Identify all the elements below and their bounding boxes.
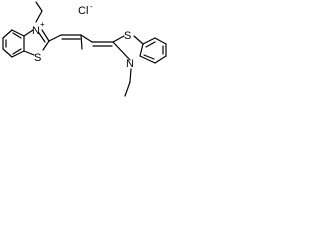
right-benzene-bond: [154, 55, 167, 64]
left-nitrogen-label: N: [32, 25, 40, 37]
right-benzene-bond: [154, 37, 167, 45]
left-ethyl-bond: [35, 1, 43, 12]
right-benzene-double-bond: [145, 41, 156, 48]
right-ethyl-bond: [129, 68, 132, 83]
right-benzene-double-bond: [143, 54, 155, 60]
chloride-label: Cl: [78, 5, 88, 17]
left-benzene-double-bond: [12, 32, 22, 39]
left-benzothiazolium: N + S: [2, 1, 50, 64]
chloride-charge: -: [90, 2, 93, 11]
right-benzene-bond: [142, 37, 156, 45]
right-benzene-bond: [139, 55, 156, 64]
methyl-bond: [80, 34, 83, 50]
left-sulfur-label: S: [34, 52, 41, 64]
left-thiazole-bond: [42, 40, 50, 51]
left-nitrogen-charge: +: [40, 20, 45, 29]
chemical-structure: Cl - N + S: [2, 1, 167, 97]
bridge-bond: [48, 34, 62, 42]
left-thiazole-bond: [23, 50, 35, 56]
left-thiazole-bond: [41, 29, 50, 42]
right-thiazole-bond: [112, 41, 131, 61]
right-benzothiazoline: S N: [112, 30, 167, 97]
right-thiazole-bond: [112, 35, 125, 43]
left-thiazole-bond: [23, 29, 34, 37]
bridge-bond: [80, 34, 93, 43]
left-benzene-bond: [2, 48, 13, 58]
left-benzene-bond: [2, 29, 13, 39]
right-sulfur-label: S: [124, 30, 131, 42]
right-nitrogen-label: N: [126, 58, 134, 70]
left-benzene-double-bond: [12, 48, 22, 55]
left-benzene-bond: [11, 29, 25, 37]
left-ethyl-bond: [35, 10, 43, 23]
right-thiazole-bond: [133, 35, 144, 45]
left-benzene-bond: [11, 50, 25, 58]
methine-bridge: [48, 34, 114, 50]
right-thiazole-bond: [139, 43, 144, 57]
left-thiazole-double-bond: [38, 32, 46, 43]
chloride-counterion: Cl -: [78, 2, 93, 17]
right-ethyl-bond: [124, 81, 131, 97]
